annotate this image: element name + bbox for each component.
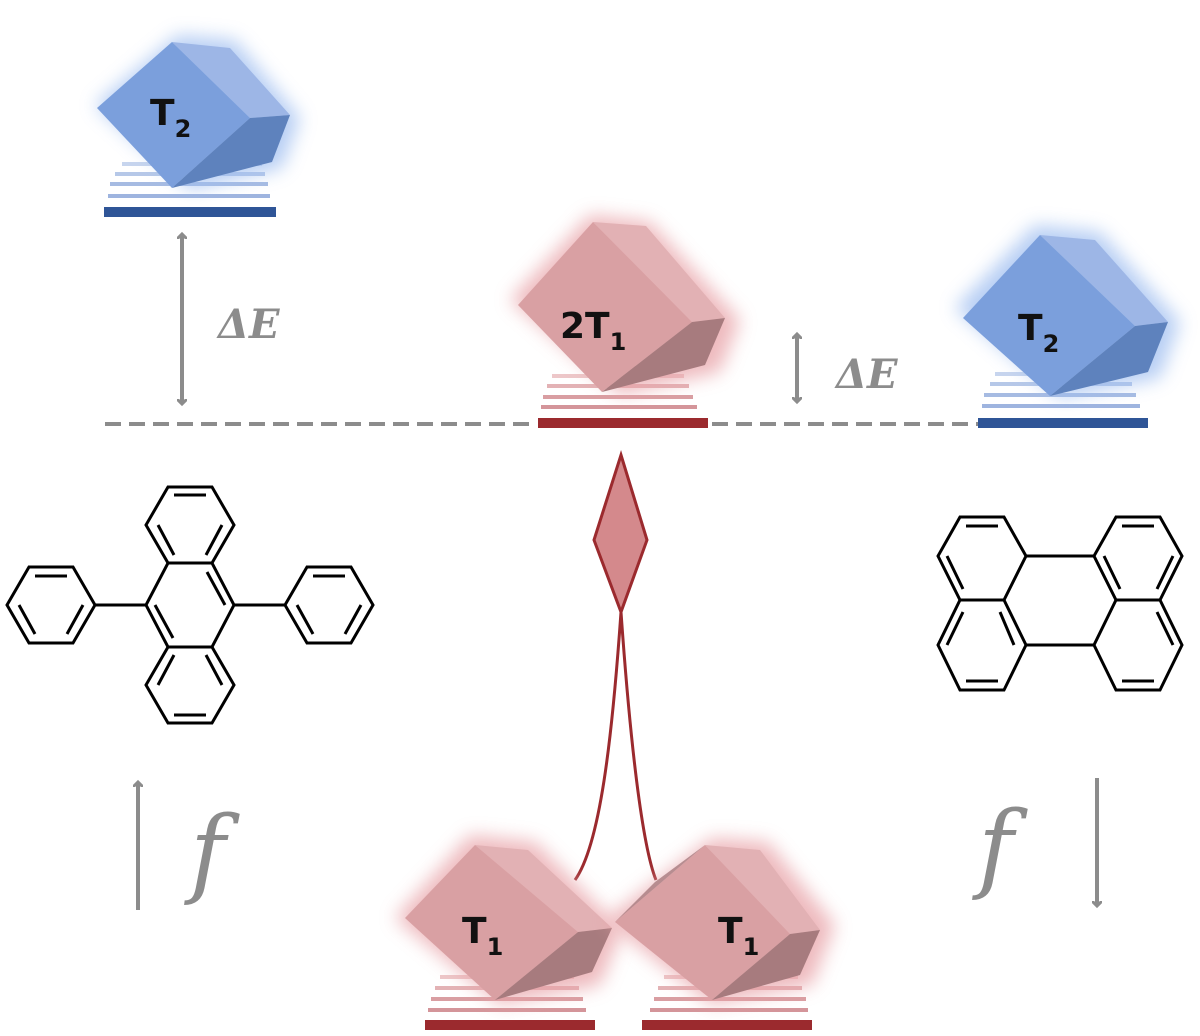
t1-left-level-bar [425, 1020, 595, 1030]
t2-left-level-bar [104, 207, 276, 217]
t2-right-level-bar [978, 418, 1148, 428]
fission-curve-right [619, 611, 658, 881]
molecule-left-structure [5, 485, 375, 725]
t2-right-cube-front [963, 235, 1135, 396]
t1-right-cube-top [705, 845, 820, 934]
t2-right-state: T2 [955, 225, 1180, 428]
pair-state-cube-side [602, 318, 725, 392]
delta-e-large-label: ΔE [216, 301, 280, 348]
t1-left-state: T1 [395, 835, 622, 1030]
t1-right-state: T1 [605, 838, 835, 1030]
pair-state-cube-top [593, 222, 725, 322]
t2-right-label: T2 [1018, 308, 1059, 358]
t2-left-label: T2 [150, 93, 191, 143]
t2-left-cube-top [172, 42, 290, 118]
t2-left-cube-front [97, 42, 250, 188]
t1-left-cube-top [475, 845, 612, 932]
t1-right-cube-side [712, 930, 820, 1000]
t1-right-cube-front [615, 845, 790, 1000]
delta-e-small-label: ΔE [834, 351, 898, 398]
molecule-right-structure [936, 515, 1184, 692]
t2-left-cube-side [172, 115, 290, 188]
f-left-label: f [184, 796, 240, 908]
t1-right-label: T1 [718, 911, 759, 961]
t1-right-level-bar [642, 1020, 812, 1030]
pair-state-level-bar [538, 418, 708, 428]
t2-right-cube-top [1040, 235, 1168, 326]
fission-diamond [592, 449, 649, 617]
t1-left-label: T1 [462, 911, 503, 961]
pair-state-label: 2T1 [560, 306, 626, 356]
pair-state: 2T1 [510, 215, 740, 428]
f-right-label: f [972, 791, 1028, 903]
t2-right-cube-side [1050, 322, 1168, 396]
t1-left-cube-side [495, 928, 612, 1000]
fission-curve-left [573, 611, 623, 881]
t2-left-state: T2 [95, 35, 300, 217]
t1-left-cube-front [405, 845, 578, 1000]
pair-state-cube-front [518, 222, 692, 392]
t1-right-cube-shade [615, 845, 705, 922]
